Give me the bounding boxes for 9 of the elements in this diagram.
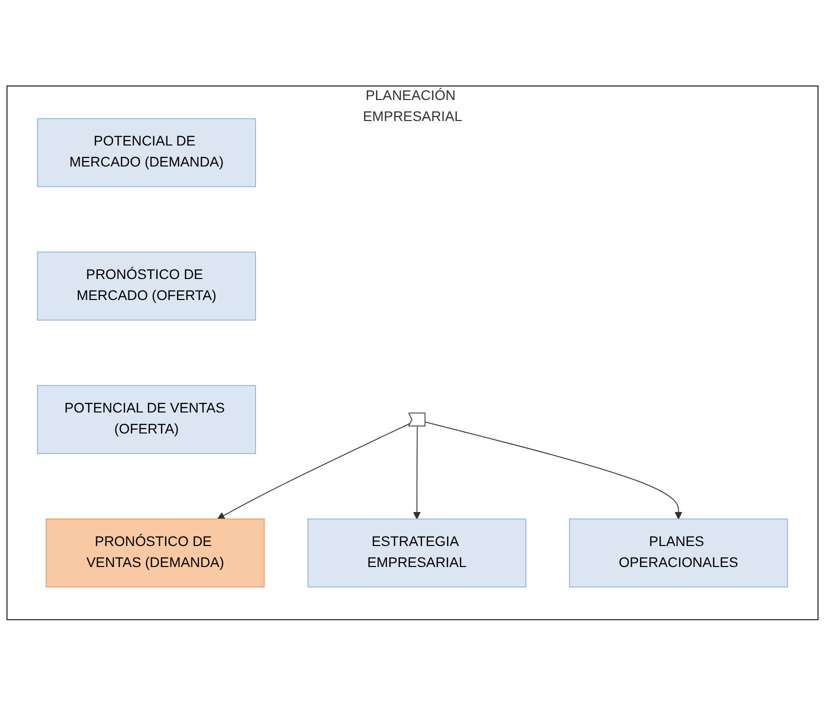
node-box: POTENCIAL DE MERCADO (DEMANDA) [37,118,256,188]
node-box: PRONÓSTICO DE MERCADO (OFERTA) [37,252,256,321]
arrow [413,426,421,520]
arrow [217,422,412,520]
node-box: PRONÓSTICO DE VENTAS (DEMANDA) [46,518,265,588]
node-box: ESTRATEGIA EMPRESARIAL [307,518,526,588]
arrow [425,422,682,520]
node-box: PLANES OPERACIONALES [569,518,788,588]
node-box: POTENCIAL DE VENTAS (OFERTA) [37,385,256,454]
